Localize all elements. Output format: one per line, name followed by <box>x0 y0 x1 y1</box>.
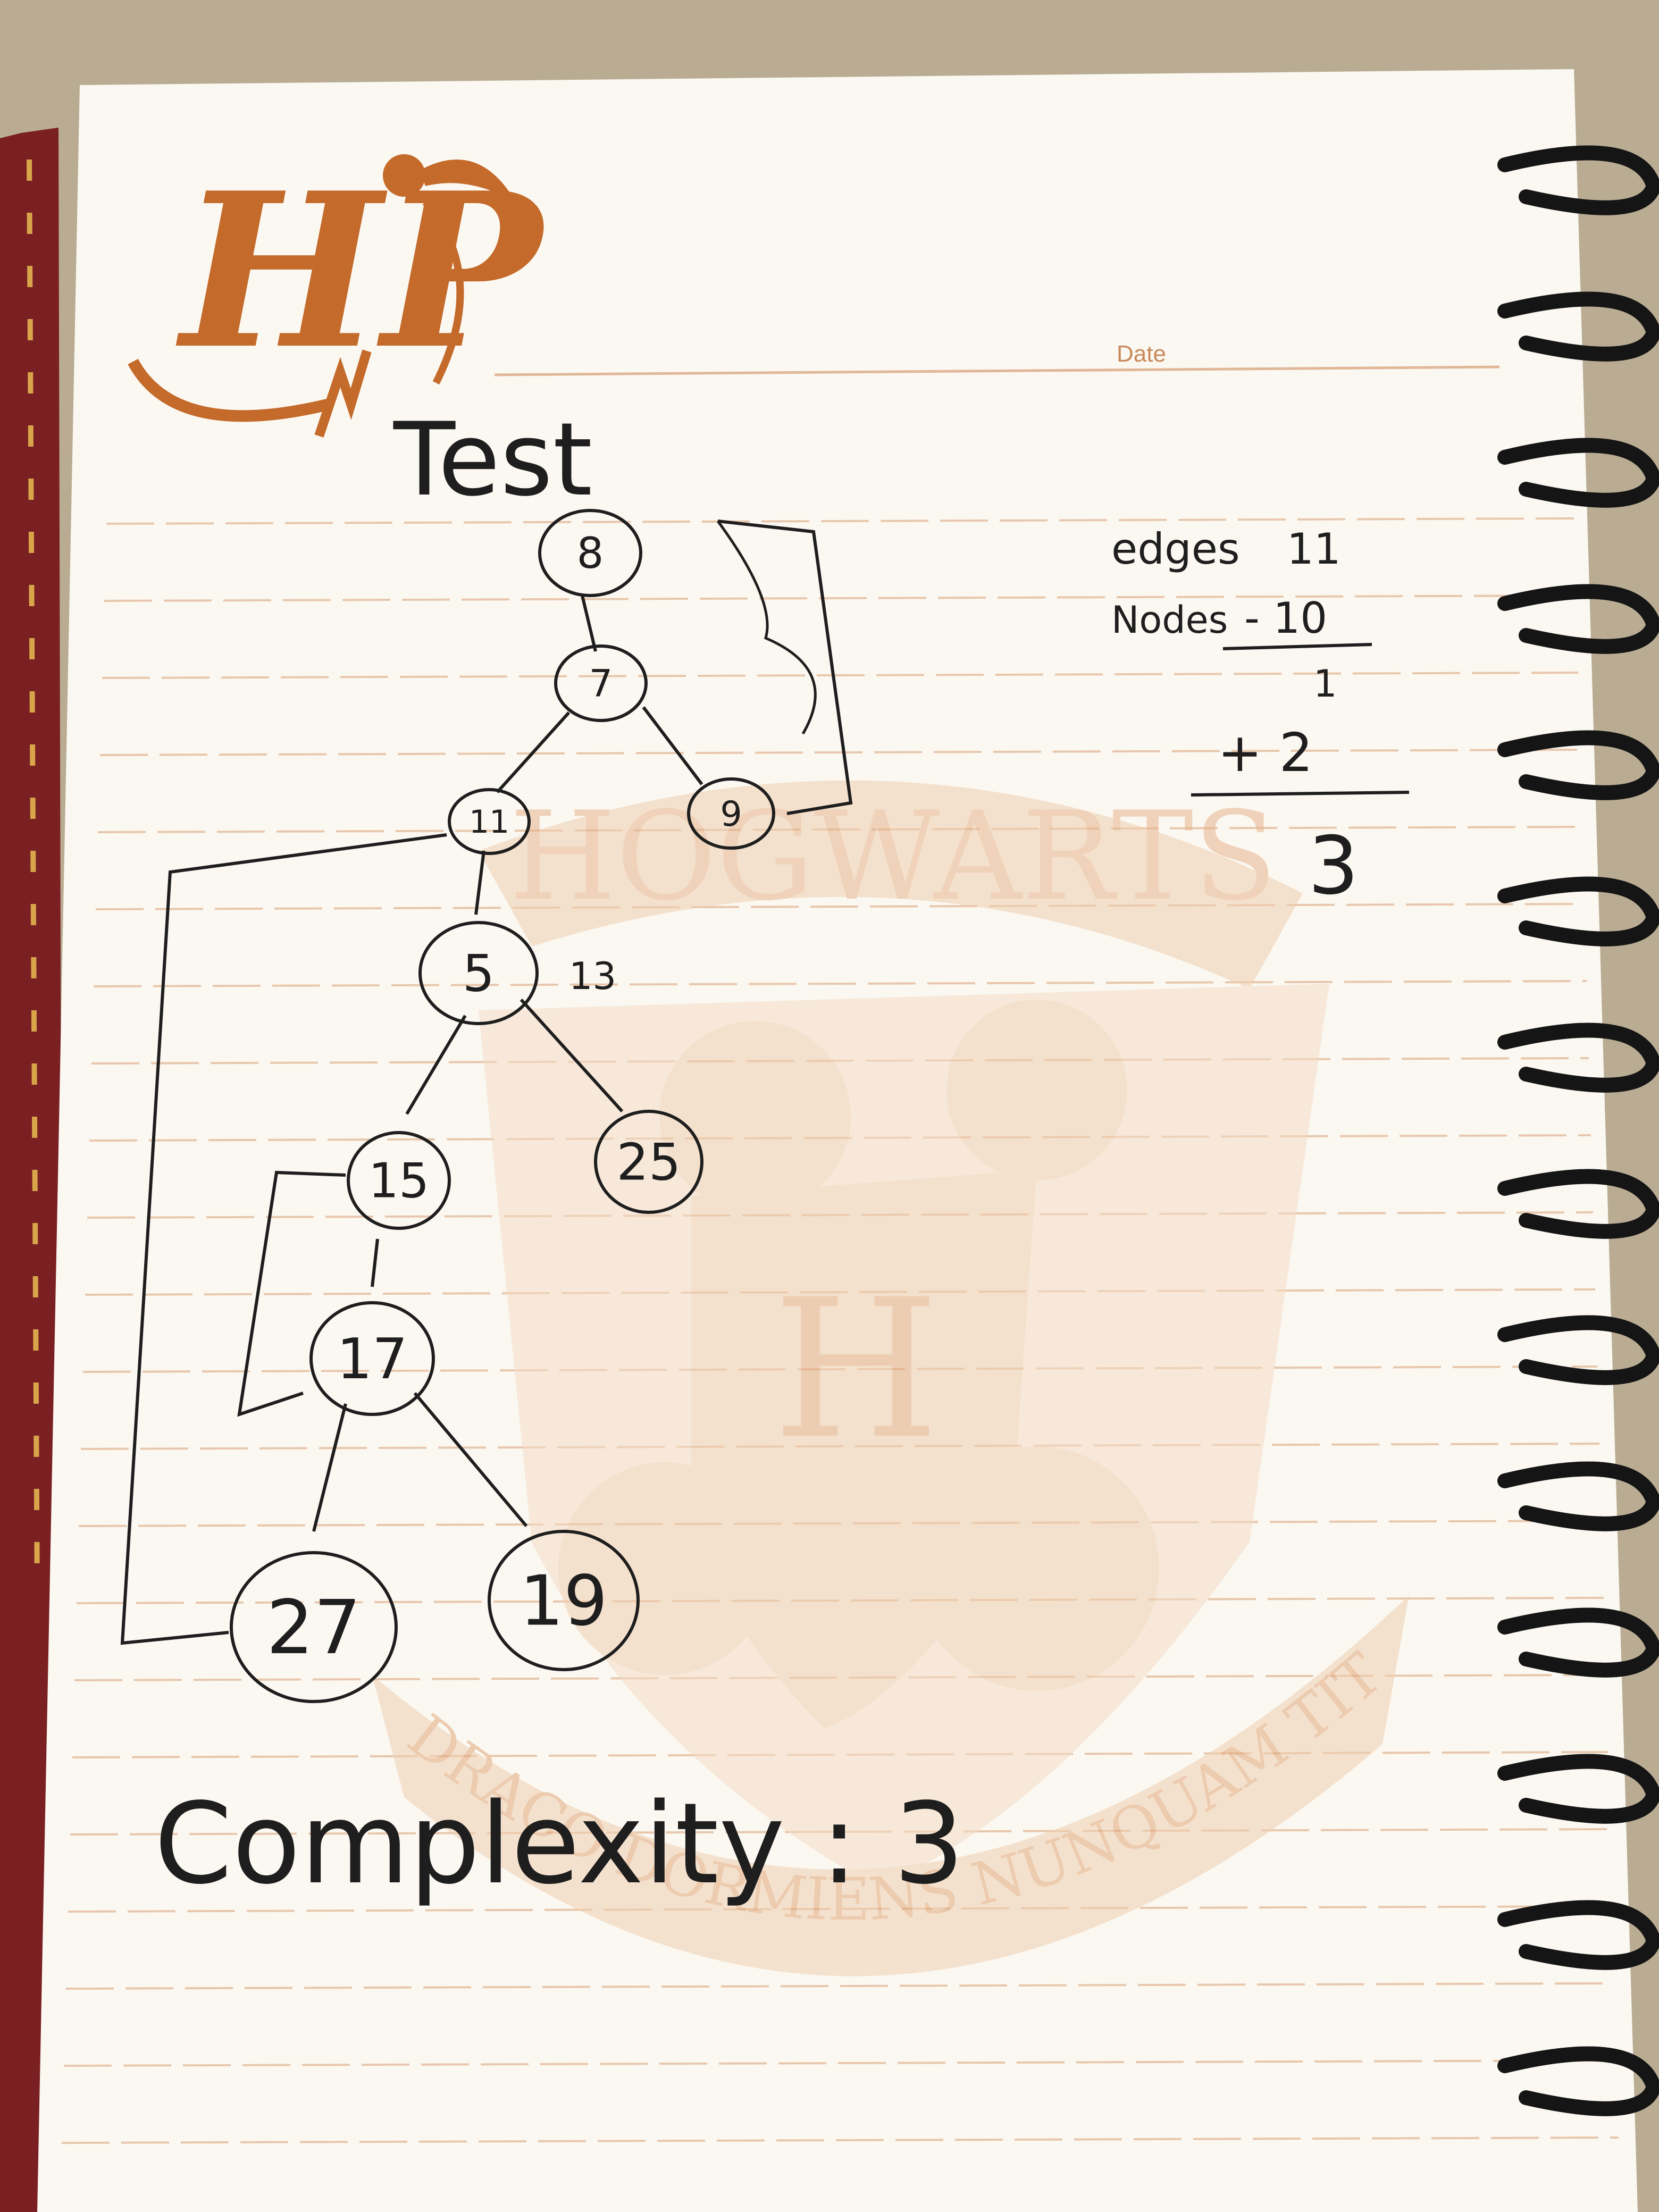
graph-node-circle <box>554 644 648 722</box>
crest-shield-letter: H <box>773 1258 940 1481</box>
date-line <box>494 365 1500 376</box>
graph-node-circle <box>347 1131 451 1230</box>
graph-node-circle <box>538 509 642 597</box>
graph-node-label: 15 <box>368 1153 430 1209</box>
golden-snitch-icon <box>383 154 425 197</box>
sum-line <box>1191 791 1410 797</box>
spiral-coil <box>1497 291 1659 362</box>
ruled-line <box>99 749 1581 756</box>
eagle-figure <box>915 1446 1159 1691</box>
graph-node-circle <box>309 1301 435 1416</box>
graph-nodes: 8 7 9 11 5 15 25 17 27 19 <box>230 509 775 1703</box>
ruled-line <box>102 672 1579 679</box>
edges-label: edges <box>1111 524 1240 574</box>
edge-5-15 <box>405 1015 467 1115</box>
edge-15-17 <box>371 1238 379 1287</box>
edge-17-19 <box>413 1392 528 1527</box>
hp-logo-swoosh <box>128 358 331 422</box>
ruled-line <box>76 1597 1604 1604</box>
spiral-coil <box>1497 1900 1659 1970</box>
lion-figure <box>659 1021 851 1212</box>
hp-logo: HP <box>128 146 548 438</box>
snitch-wing-icon <box>420 160 516 202</box>
graph-node-label: 9 <box>720 794 742 834</box>
edge-top-7 <box>581 595 597 652</box>
spiral-coil <box>1497 730 1659 800</box>
scribble-mark <box>716 520 817 735</box>
graph-node-circle <box>594 1110 703 1214</box>
graph-node-circle <box>448 788 531 855</box>
graph-node-circle <box>488 1530 640 1671</box>
spiral-coil <box>1497 1607 1659 1678</box>
spiral-coil <box>1497 438 1659 508</box>
graph-node-label: 11 <box>469 803 509 841</box>
snake-figure <box>946 1000 1127 1180</box>
graph-node-circle <box>230 1551 398 1703</box>
graph-node-label: 5 <box>463 944 495 1003</box>
ruled-line <box>70 1828 1611 1836</box>
hp-logo-bolt <box>314 349 372 438</box>
result-value: 3 <box>1308 820 1359 912</box>
graph-node-label: 7 <box>589 662 613 706</box>
ruled-line <box>104 594 1577 602</box>
complexity-calculation: edges 11 Nodes - 10 1 + 2 3 <box>1111 524 1410 912</box>
graph-node-circle <box>418 921 539 1025</box>
edge-27-11-loop <box>120 833 447 1645</box>
spiral-coil <box>1497 584 1659 654</box>
edge-5-25 <box>520 998 624 1113</box>
complexity-result: Complexity : 3 <box>154 1779 965 1909</box>
plus-two: + 2 <box>1218 722 1313 784</box>
graph-node-circle <box>687 777 775 850</box>
subtract-line <box>1222 643 1372 650</box>
nodes-value: - 10 <box>1244 593 1327 643</box>
graph-node-label: 25 <box>617 1133 681 1192</box>
ruled-line <box>65 1982 1615 1990</box>
crest-motto-ribbon <box>372 1595 1409 1976</box>
spiral-coil <box>1497 1461 1659 1531</box>
ruled-line <box>63 2059 1617 2067</box>
spiral-coil <box>1497 145 1659 215</box>
node-5-note: 13 <box>569 954 616 998</box>
ruled-line <box>61 2136 1619 2144</box>
handwritten-title: Test <box>393 401 592 518</box>
ruled-line <box>95 903 1585 910</box>
graph-node-label: 8 <box>577 529 604 578</box>
logo-arc <box>422 199 464 385</box>
graph-node-label: 19 <box>520 1561 607 1641</box>
graph-edges <box>120 520 853 1645</box>
crest-top-ribbon <box>479 780 1303 989</box>
spiral-coil <box>1497 2046 1659 2116</box>
spiral-coil <box>1497 1754 1659 1824</box>
graph-node-label: 27 <box>266 1585 361 1671</box>
edge-9-top-loop <box>717 520 853 815</box>
edge-17-15-loop <box>237 1170 346 1417</box>
edge-7-9 <box>642 706 703 785</box>
spiral-coil <box>1497 1315 1659 1385</box>
ruled-line <box>68 1905 1613 1913</box>
date-label: Date <box>1117 341 1166 367</box>
ruled-line <box>93 980 1587 987</box>
edge-17-27 <box>312 1403 347 1532</box>
ruled-line <box>106 517 1574 525</box>
graph-node-label: 17 <box>337 1327 408 1392</box>
spiral-binding <box>1497 145 1659 2116</box>
nodes-label: Nodes <box>1111 598 1228 642</box>
edges-value: 11 <box>1287 524 1341 574</box>
spiral-coil <box>1497 1023 1659 1093</box>
edge-7-11 <box>496 711 571 794</box>
crest-top-ribbon-text: HOGWARTS <box>509 786 1277 928</box>
spiral-coil <box>1497 876 1659 946</box>
diff-value: 1 <box>1313 662 1337 706</box>
edge-11-5 <box>474 850 485 915</box>
spiral-coil <box>1497 1169 1659 1239</box>
badger-figure <box>558 1462 771 1675</box>
